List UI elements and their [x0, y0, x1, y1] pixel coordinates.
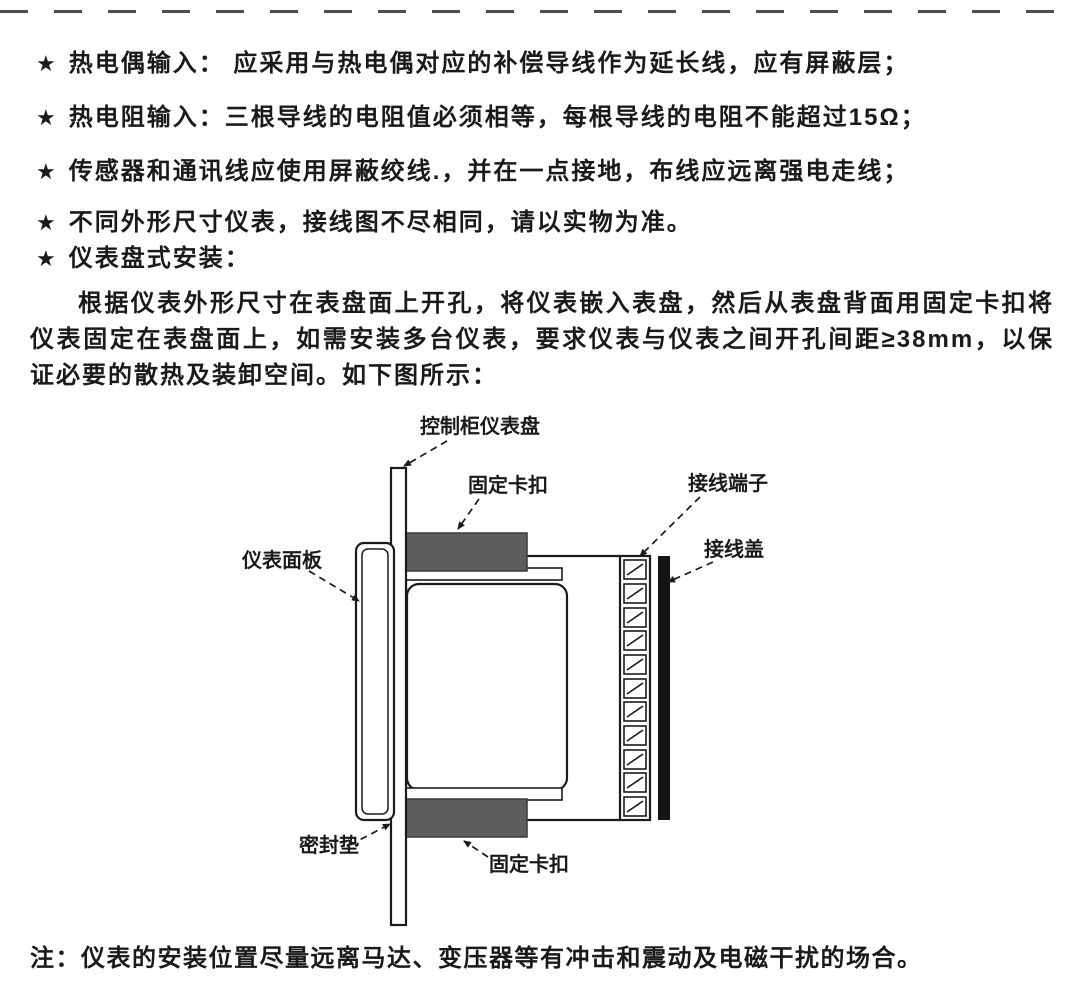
bullet-item-thermocouple: ★ 热电偶输入： 应采用与热电偶对应的补偿导线作为延长线，应有屏蔽层；	[36, 48, 909, 80]
star-bullet-icon: ★	[36, 105, 56, 130]
star-bullet-icon: ★	[36, 210, 56, 235]
label-clip-top: 固定卡扣	[468, 473, 548, 497]
label-gasket: 密封垫	[299, 833, 359, 857]
bullet-item-dimensions: ★ 不同外形尺寸仪表，接线图不尽相同，请以实物为准。	[36, 207, 693, 239]
case-inner-shape	[405, 582, 569, 792]
page-break-dashed-line	[0, 10, 1080, 13]
leader-panel-board	[403, 440, 448, 467]
install-paragraph: 根据仪表外形尺寸在表盘面上开孔，将仪表嵌入表盘，然后从表盘背面用固定卡扣将仪表固…	[30, 290, 1054, 389]
fixing-clip-top-shape	[401, 532, 528, 572]
bullet-text: 热电偶输入： 应采用与热电偶对应的补偿导线作为延长线，应有屏蔽层；	[68, 50, 910, 77]
label-terminal: 接线端子	[688, 471, 768, 495]
leader-cover	[667, 561, 714, 583]
bullet-item-rtd: ★ 热电阻输入：三根导线的电阻值必须相等，每根导线的电阻不能超过15Ω；	[36, 102, 927, 134]
fixing-clip-bottom-shape	[401, 798, 528, 838]
leader-clip-bottom	[463, 840, 489, 858]
note-text: 注：仪表的安装位置尽量远离马达、变压器等有冲击和震动及电磁干扰的场合。	[30, 945, 923, 972]
case-bottom-rail-shape	[405, 787, 563, 801]
bullet-text: 热电阻输入：三根导线的电阻值必须相等，每根导线的电阻不能超过15Ω；	[68, 104, 927, 131]
leader-clip-top	[457, 498, 480, 530]
bullet-item-panel-mount: ★ 仪表盘式安装：	[36, 243, 251, 275]
label-faceplate: 仪表面板	[241, 548, 323, 572]
star-bullet-icon: ★	[36, 51, 56, 76]
bullet-text: 仪表盘式安装：	[68, 245, 251, 272]
leader-gasket	[349, 823, 391, 846]
star-bullet-icon: ★	[36, 159, 56, 184]
label-cover: 接线盖	[704, 537, 764, 561]
label-clip-bottom: 固定卡扣	[489, 852, 569, 876]
bullet-text: 传感器和通讯线应使用屏蔽绞线.，并在一点接地，布线应远离强电走线；	[68, 158, 910, 185]
bullet-text: 不同外形尺寸仪表，接线图不尽相同，请以实物为准。	[68, 209, 693, 236]
faceplate-inner-line	[361, 548, 389, 815]
bullet-item-sensor-wiring: ★ 传感器和通讯线应使用屏蔽绞线.，并在一点接地，布线应远离强电走线；	[36, 156, 909, 188]
terminal-cover-shape	[658, 556, 670, 820]
terminal-cells	[623, 559, 647, 817]
leader-faceplate	[308, 570, 360, 602]
star-bullet-icon: ★	[36, 246, 56, 271]
label-panel-board: 控制柜仪表盘	[420, 414, 540, 438]
leader-terminal	[639, 496, 701, 557]
faceplate-shape	[354, 541, 396, 822]
